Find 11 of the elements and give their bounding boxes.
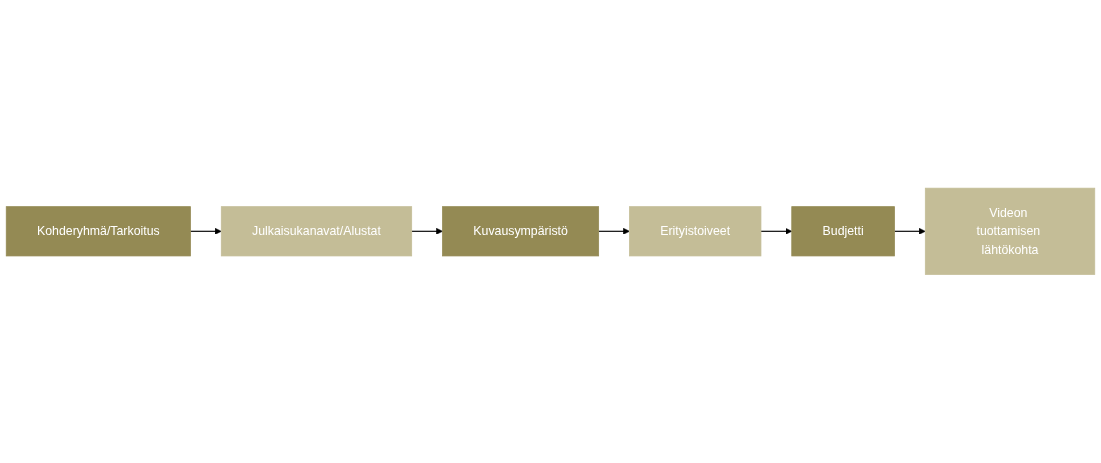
node-box: Kuvausympäristö	[442, 206, 600, 257]
node-box: Budjetti	[791, 206, 895, 257]
arrow	[189, 228, 222, 235]
node-box: Julkaisukanavat/Alustat	[220, 206, 413, 257]
node-box: Kohderyhmä/Tarkoitus	[5, 206, 191, 257]
node-box: Videon tuottamisen lähtökohta	[924, 188, 1096, 275]
arrow	[598, 228, 630, 235]
arrow	[760, 228, 793, 235]
node-box: Erityistoiveet	[629, 206, 762, 257]
arrow	[411, 228, 443, 235]
arrow	[893, 228, 926, 235]
